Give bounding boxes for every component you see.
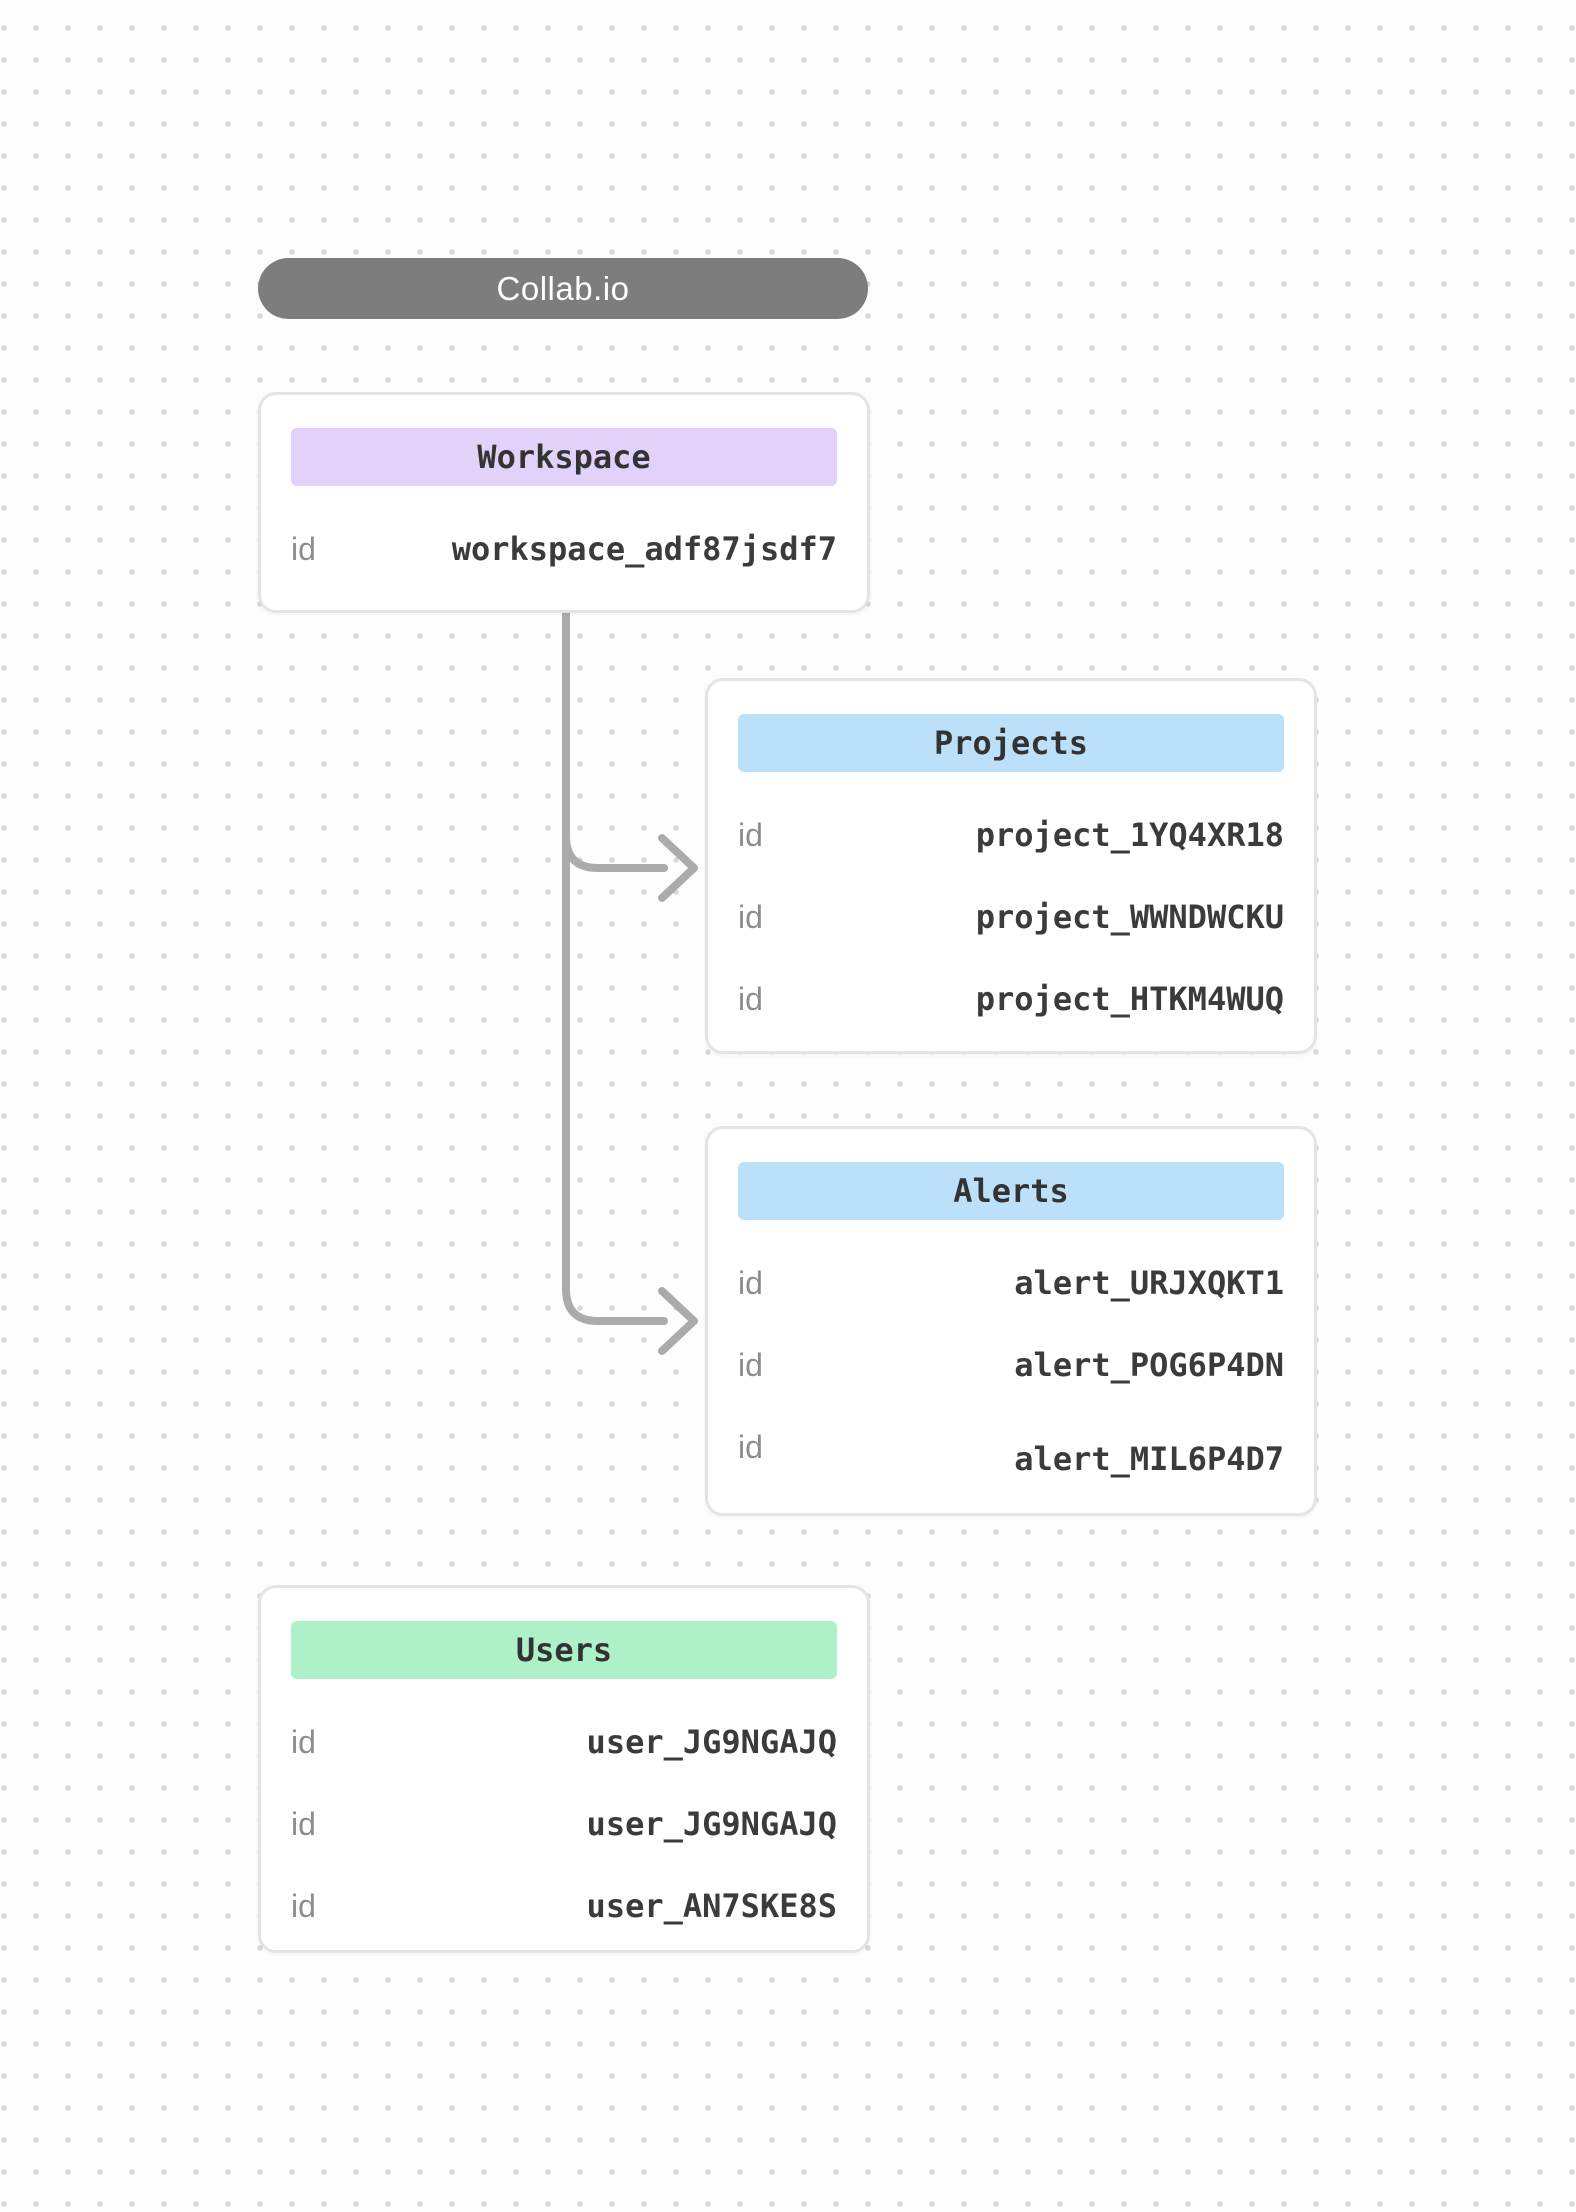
field-value: user_JG9NGAJQ (586, 1805, 837, 1843)
entity-header-workspace: Workspace (291, 428, 837, 486)
field-value: project_HTKM4WUQ (975, 980, 1284, 1018)
field-row: id user_JG9NGAJQ (291, 1783, 837, 1865)
field-row: id alert_MIL6P4D7 (738, 1406, 1284, 1488)
entity-card-alerts[interactable]: Alerts id alert_URJXQKT1 id alert_POG6P4… (705, 1126, 1317, 1516)
field-row: id user_JG9NGAJQ (291, 1701, 837, 1783)
entity-card-users[interactable]: Users id user_JG9NGAJQ id user_JG9NGAJQ … (258, 1585, 870, 1953)
entity-card-workspace[interactable]: Workspace id workspace_adf87jsdf7 (258, 392, 870, 613)
field-label: id (291, 530, 316, 567)
field-label: id (291, 1887, 316, 1924)
field-label: id (738, 1346, 763, 1383)
field-row: id project_WWNDWCKU (738, 876, 1284, 958)
field-label: id (738, 1264, 763, 1301)
app-title-pill[interactable]: Collab.io (258, 258, 868, 319)
field-label: id (291, 1723, 316, 1760)
field-label: id (738, 816, 763, 853)
field-row: id workspace_adf87jsdf7 (291, 508, 837, 590)
connector-workspace-to-alerts (562, 609, 668, 1325)
field-value: alert_URJXQKT1 (1014, 1264, 1284, 1302)
field-label: id (738, 1428, 763, 1465)
field-rows: id user_JG9NGAJQ id user_JG9NGAJQ id use… (291, 1701, 837, 1947)
field-row: id user_AN7SKE8S (291, 1865, 837, 1947)
arrowhead-projects-icon (658, 834, 698, 902)
connector-workspace-to-projects (562, 832, 668, 872)
field-value: alert_MIL6P4D7 (1014, 1440, 1284, 1478)
field-value: project_1YQ4XR18 (975, 816, 1284, 854)
field-label: id (738, 898, 763, 935)
field-value: user_JG9NGAJQ (586, 1723, 837, 1761)
field-row: id project_HTKM4WUQ (738, 958, 1284, 1040)
field-row: id alert_POG6P4DN (738, 1324, 1284, 1406)
entity-card-projects[interactable]: Projects id project_1YQ4XR18 id project_… (705, 678, 1317, 1054)
field-rows: id project_1YQ4XR18 id project_WWNDWCKU … (738, 794, 1284, 1040)
entity-header-users: Users (291, 1621, 837, 1679)
field-row: id project_1YQ4XR18 (738, 794, 1284, 876)
field-value: alert_POG6P4DN (1014, 1346, 1284, 1384)
field-value: workspace_adf87jsdf7 (451, 530, 837, 568)
field-rows: id alert_URJXQKT1 id alert_POG6P4DN id a… (738, 1242, 1284, 1488)
field-label: id (291, 1805, 316, 1842)
arrowhead-alerts-icon (658, 1287, 698, 1355)
field-value: user_AN7SKE8S (586, 1887, 837, 1925)
field-row: id alert_URJXQKT1 (738, 1242, 1284, 1324)
entity-header-alerts: Alerts (738, 1162, 1284, 1220)
field-rows: id workspace_adf87jsdf7 (291, 508, 837, 590)
entity-header-projects: Projects (738, 714, 1284, 772)
field-label: id (738, 980, 763, 1017)
field-value: project_WWNDWCKU (975, 898, 1284, 936)
app-title: Collab.io (496, 269, 630, 307)
